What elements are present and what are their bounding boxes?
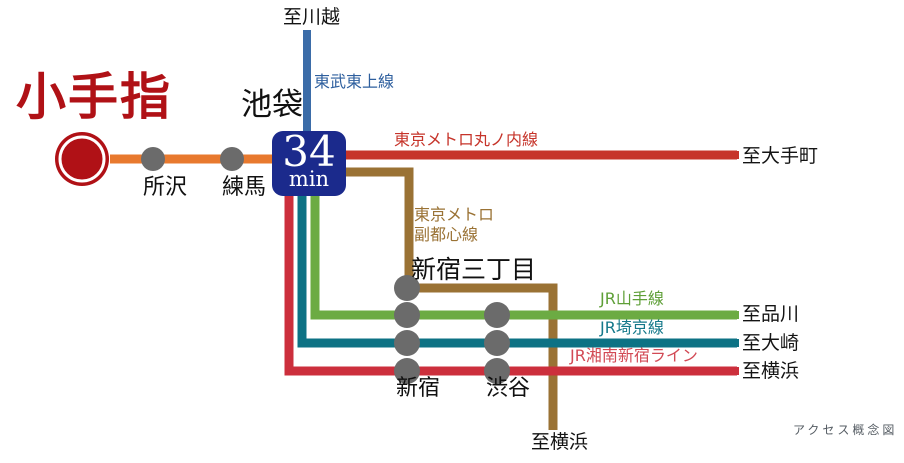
line-label-fukutoshin-row2: 副都心線 [414,225,479,245]
line-label-fukutoshin-row1: 東京メトロ [414,205,495,224]
terminus-stub-otemachi [731,151,739,159]
terminus-label-osaki: 至大崎 [742,332,800,354]
origin-ring [58,135,106,183]
station-dot-shibuya-shonan [484,358,510,384]
station-dots [141,147,510,384]
station-dot-shinjuku-shonan [394,358,420,384]
line-label-marunouchi: 東京メトロ丸ノ内線 [394,130,539,149]
line-label-fukutoshin: 東京メトロ 副都心線 [414,205,494,246]
terminus-label-yokohama: 至横浜 [742,360,800,382]
travel-time-badge-bg [272,131,346,196]
jr-shonan-path [284,196,737,376]
terminus-label-kawagoe: 至川越 [283,6,341,28]
jr-shonan-shinjuku-line [284,196,737,376]
line-label-jr-shonan-shinjuku: JR湘南新宿ライン [570,346,698,365]
terminus-label-shinagawa: 至品川 [742,303,800,325]
station-label-nerima: 練馬 [222,175,267,200]
travel-time-unit: min [288,167,330,191]
jr-saikyo-line [297,196,737,348]
travel-time-minutes: 34 [282,127,336,176]
diagram-caption: アクセス概念図 [793,423,898,437]
jr-yamanote-line [310,196,737,320]
terminus-stub-shinagawa [731,311,739,319]
origin-station-name: 小手指 [16,67,172,126]
station-dot-shinjuku-saikyo [394,330,420,356]
line-label-tobu-tojo: 東武東上線 [314,72,395,91]
station-dot-shinjuku-sanchome [394,275,420,301]
terminus-stubs [731,151,739,375]
station-label-shinjuku: 新宿 [396,376,441,401]
station-label-shinjuku-sanchome: 新宿三丁目 [411,255,537,284]
jr-yamanote-path [310,196,737,320]
terminus-stub-osaki [731,339,739,347]
station-dot-tokorozawa [141,147,165,171]
station-dot-shibuya-yamanote [484,302,510,328]
station-label-shibuya: 渋谷 [486,376,531,401]
line-label-jr-yamanote: JR山手線 [600,289,664,308]
terminus-label-otemachi: 至大手町 [742,145,819,167]
station-dot-shinjuku-yamanote [394,302,420,328]
station-label-tokorozawa: 所沢 [143,175,188,200]
terminus-label-yokohama-fukutoshin: 至横浜 [531,431,589,453]
travel-time-badge [272,131,346,196]
jr-saikyo-path [297,196,737,348]
station-dot-shibuya-saikyo [484,330,510,356]
terminus-stub-yokohama [731,367,739,375]
origin-station-marker [55,132,109,186]
station-dot-nerima [220,147,244,171]
hub-station-name: 池袋 [241,87,303,123]
line-label-jr-saikyo: JR埼京線 [600,318,664,337]
origin-inner-circle [63,140,101,178]
